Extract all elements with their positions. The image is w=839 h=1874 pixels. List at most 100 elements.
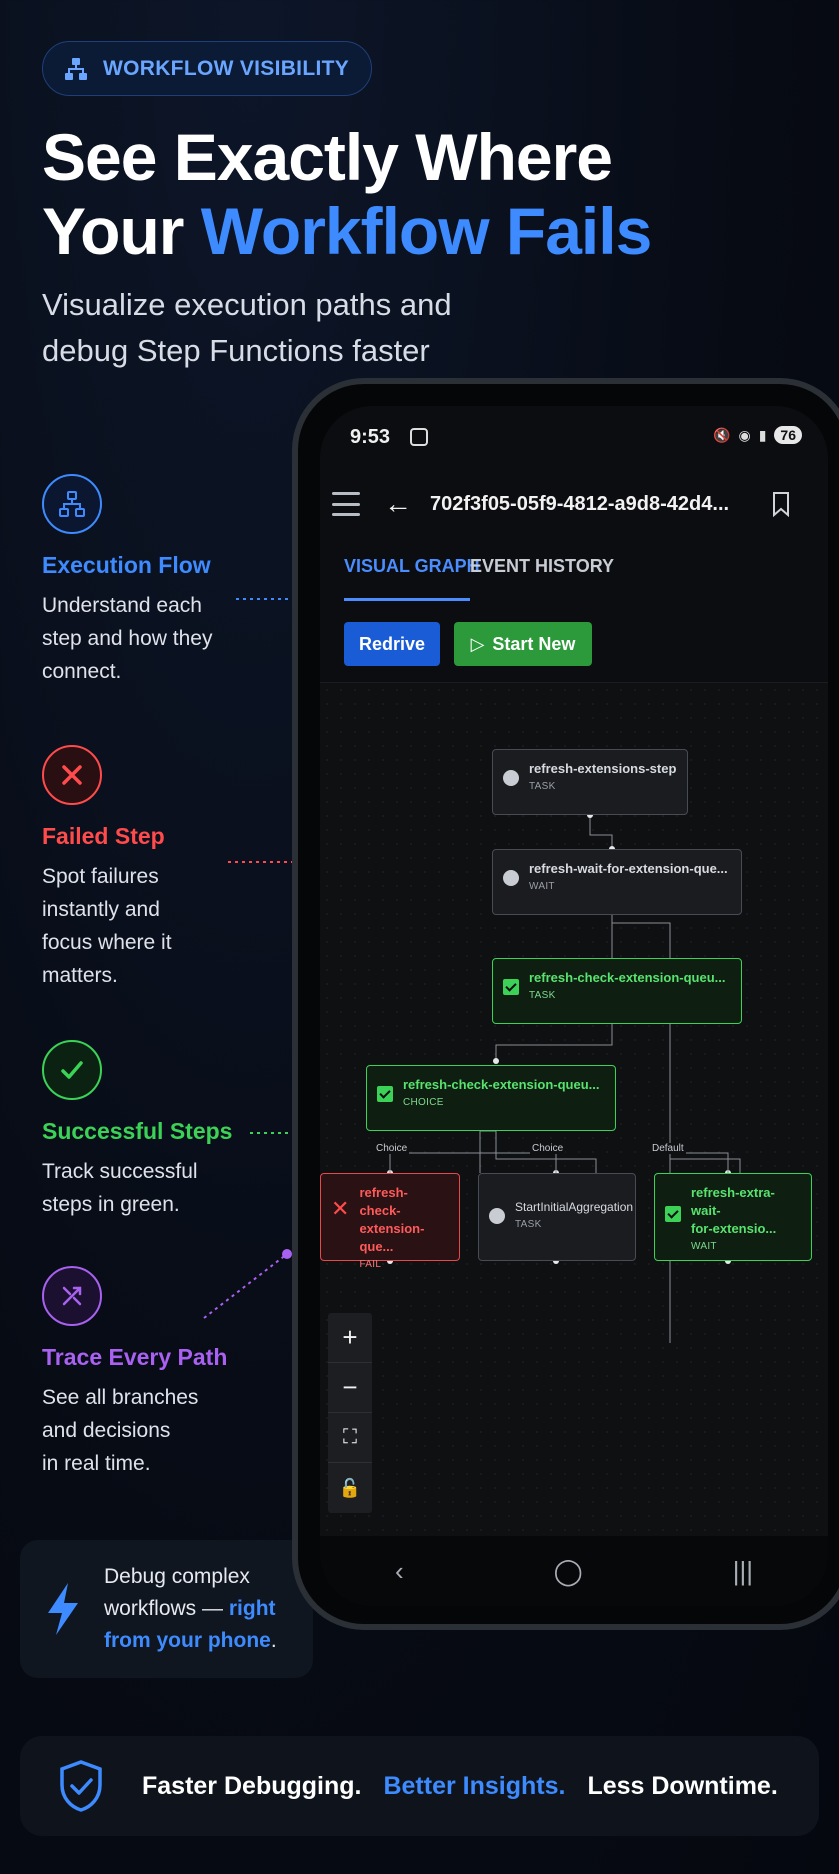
feature-title: Successful Steps: [42, 1118, 233, 1144]
success-check-icon: [503, 979, 519, 995]
node-type: CHOICE: [403, 1097, 444, 1108]
footer-bar: Faster Debugging. Better Insights. Less …: [20, 1736, 819, 1836]
callout-plain: workflows —: [104, 1597, 229, 1620]
shield-check-icon: [60, 1760, 102, 1812]
feature-title: Failed Step: [42, 823, 165, 849]
tab-visual-graph[interactable]: VISUAL GRAPH: [344, 556, 480, 576]
edge-label-default: Default: [650, 1143, 686, 1154]
desc-line: and decisions: [42, 1419, 171, 1442]
screen-record-icon: [410, 428, 428, 446]
node-type: TASK: [529, 990, 556, 1001]
zoom-out-button[interactable]: −: [328, 1363, 372, 1413]
feature-successful-steps: Successful Steps Track successful steps …: [42, 1040, 302, 1221]
branch-icon: [42, 1266, 102, 1326]
tab-event-history[interactable]: EVENT HISTORY: [470, 556, 615, 576]
phone-mockup: 9:53 🔇 ◉ ▮ 76 ← 702f3f05-05f9-4812-a9d8-…: [292, 378, 839, 1630]
feature-trace-every-path: Trace Every Path See all branches and de…: [42, 1266, 302, 1480]
feature-execution-flow: Execution Flow Understand each step and …: [42, 474, 302, 688]
feature-desc: Spot failures instantly and focus where …: [42, 860, 302, 992]
desc-line: focus where it: [42, 931, 172, 954]
play-icon: ▷: [470, 633, 485, 654]
footer-point-3: Less Downtime.: [587, 1771, 778, 1800]
edge-label-choice: Choice: [530, 1143, 566, 1154]
node-text: refresh-check-extension-queu... TASK: [529, 969, 726, 1001]
start-new-button[interactable]: ▷ Start New: [454, 622, 592, 666]
footer-point-1: Faster Debugging.: [142, 1771, 362, 1800]
feature-title: Trace Every Path: [42, 1344, 228, 1370]
badge-label: WORKFLOW VISIBILITY: [103, 56, 350, 80]
nav-recents-icon[interactable]: |||: [732, 1555, 753, 1586]
android-nav-bar: ‹ ◯ |||: [320, 1536, 828, 1606]
x-icon: [42, 745, 102, 805]
callout-accent: right: [228, 1597, 276, 1620]
callout-plain: .: [270, 1629, 277, 1652]
lock-button[interactable]: 🔓: [338, 1477, 362, 1498]
status-icons: 🔇 ◉ ▮ 76: [713, 426, 802, 444]
lightning-icon: [48, 1583, 78, 1635]
tab-bar: VISUAL GRAPH EVENT HISTORY: [320, 556, 828, 606]
headline-accent: Workflow Fails: [200, 194, 653, 268]
success-check-icon: [665, 1206, 681, 1222]
page-title: See Exactly Where Your Workflow Fails: [42, 120, 653, 268]
bookmark-icon[interactable]: [772, 491, 790, 517]
subheadline-line-2: debug Step Functions faster: [42, 333, 430, 368]
check-icon: [42, 1040, 102, 1100]
edge-label-choice: Choice: [374, 1143, 410, 1154]
graph-node-refresh-check-choice[interactable]: refresh-check-extension-queu...CHOICE: [366, 1065, 616, 1131]
success-check-icon: [377, 1086, 393, 1102]
desc-line: steps in green.: [42, 1193, 180, 1216]
footer-point-2: Better Insights.: [383, 1771, 566, 1800]
tab-indicator: [344, 598, 470, 601]
fit-view-button[interactable]: ⛶: [328, 1413, 372, 1463]
desc-line: connect.: [42, 660, 122, 683]
node-type: FAIL: [359, 1259, 382, 1270]
graph-node-refresh-check-fail[interactable]: ✕ refresh-check-extension-que...FAIL: [320, 1173, 460, 1270]
node-type: WAIT: [691, 1241, 717, 1252]
pending-status-icon: [489, 1208, 505, 1224]
app-bar: ← 702f3f05-05f9-4812-a9d8-42d4...: [320, 476, 828, 532]
mute-icon: 🔇: [713, 426, 731, 443]
node-text: refresh-extra-wait-for-extensio... WAIT: [691, 1184, 801, 1252]
desc-line: Track successful: [42, 1160, 198, 1183]
desc-line: Spot failures: [42, 865, 159, 888]
node-name: refresh-check-extension-queu...: [529, 970, 726, 985]
node-type: WAIT: [529, 881, 555, 892]
graph-node-refresh-check-task[interactable]: refresh-check-extension-queu... TASK: [492, 958, 742, 1024]
desc-line: matters.: [42, 964, 118, 987]
desc-line: step and how they: [42, 627, 213, 650]
headline-plain: Your: [42, 194, 201, 268]
hierarchy-icon: [42, 474, 102, 534]
zoom-in-button[interactable]: +: [328, 1313, 372, 1363]
phone-screen: 9:53 🔇 ◉ ▮ 76 ← 702f3f05-05f9-4812-a9d8-…: [320, 406, 828, 1606]
section-badge: WORKFLOW VISIBILITY: [42, 41, 372, 96]
graph-node-refresh-extra-wait[interactable]: refresh-extra-wait-for-extensio... WAIT: [654, 1173, 812, 1261]
desc-line: See all branches: [42, 1386, 199, 1409]
node-name: refresh-wait-for-extension-que...: [529, 861, 728, 876]
nav-back-icon[interactable]: ‹: [394, 1555, 404, 1586]
callout-line: from your phone.: [104, 1625, 294, 1657]
feature-desc: Track successful steps in green.: [42, 1155, 302, 1221]
node-text: refresh-wait-for-extension-que... WAIT: [529, 860, 728, 892]
redrive-button[interactable]: Redrive: [344, 622, 440, 666]
callout-text: Debug complex workflows — right from you…: [104, 1561, 294, 1657]
desc-line: instantly and: [42, 898, 160, 921]
node-name: for-extensio...: [691, 1221, 777, 1236]
headline-line-2: Your Workflow Fails: [42, 194, 653, 268]
node-name: refresh-extra-wait-: [691, 1185, 775, 1218]
menu-icon[interactable]: [332, 492, 360, 516]
node-type: TASK: [529, 781, 556, 792]
feature-desc: Understand each step and how they connec…: [42, 589, 302, 688]
execution-id-title: 702f3f05-05f9-4812-a9d8-42d4...: [430, 492, 730, 515]
mobile-callout: Debug complex workflows — right from you…: [20, 1540, 313, 1678]
graph-node-refresh-wait[interactable]: refresh-wait-for-extension-que... WAIT: [492, 849, 742, 915]
subheadline: Visualize execution paths and debug Step…: [42, 282, 562, 374]
wifi-icon: ◉: [738, 426, 751, 443]
graph-edges: [387, 812, 741, 1343]
back-arrow-icon[interactable]: ←: [384, 488, 412, 519]
nav-home-icon[interactable]: ◯: [553, 1555, 583, 1586]
phone-bezel: 9:53 🔇 ◉ ▮ 76 ← 702f3f05-05f9-4812-a9d8-…: [298, 384, 839, 1624]
